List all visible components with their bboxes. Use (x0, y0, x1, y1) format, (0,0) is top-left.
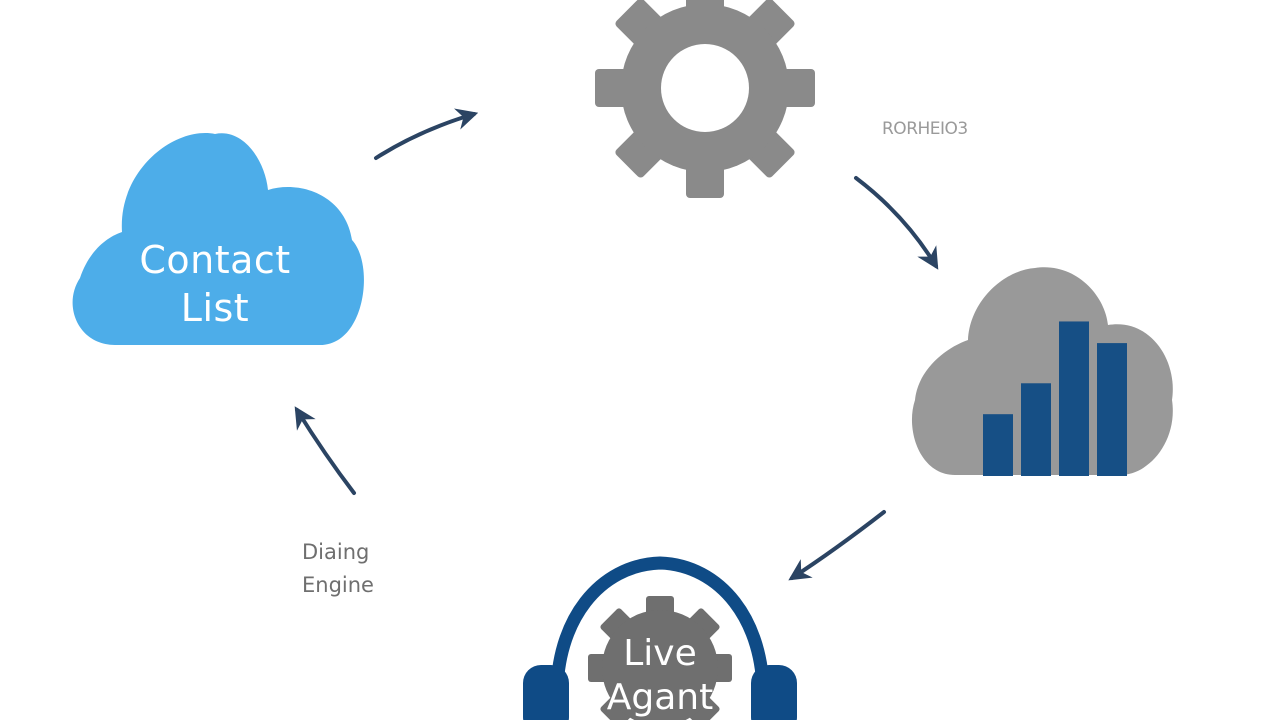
bar-3 (1059, 321, 1089, 476)
dialing-engine-line1: Diaing (302, 540, 370, 564)
report-cloud-icon (911, 267, 1173, 476)
arrow-reports-to-agent (788, 510, 886, 581)
bar-4 (1097, 343, 1127, 476)
arrow-gear-to-reports (854, 176, 939, 270)
arrow-engine-to-contact (294, 406, 356, 495)
bar-2 (1021, 383, 1051, 476)
contact-list-line2: List (180, 286, 250, 330)
dialing-engine-label: Diaing Engine (302, 536, 374, 602)
arrow-contact-to-gear (374, 108, 479, 160)
bar-1 (983, 414, 1013, 476)
arrow-icon (294, 108, 939, 581)
gear-icon (595, 0, 815, 198)
reports-label: RORHEIO3 (882, 119, 968, 139)
contact-cloud-icon (72, 133, 364, 345)
headset-icon (523, 556, 797, 720)
live-agent-label: Live Agant (560, 632, 760, 720)
report-bars (983, 321, 1127, 476)
dialing-engine-line2: Engine (302, 573, 374, 597)
contact-list-label: Contact List (95, 236, 335, 332)
contact-list-line1: Contact (139, 238, 291, 282)
live-agent-line1: Live (623, 633, 697, 674)
live-agent-line2: Agant (606, 677, 714, 718)
